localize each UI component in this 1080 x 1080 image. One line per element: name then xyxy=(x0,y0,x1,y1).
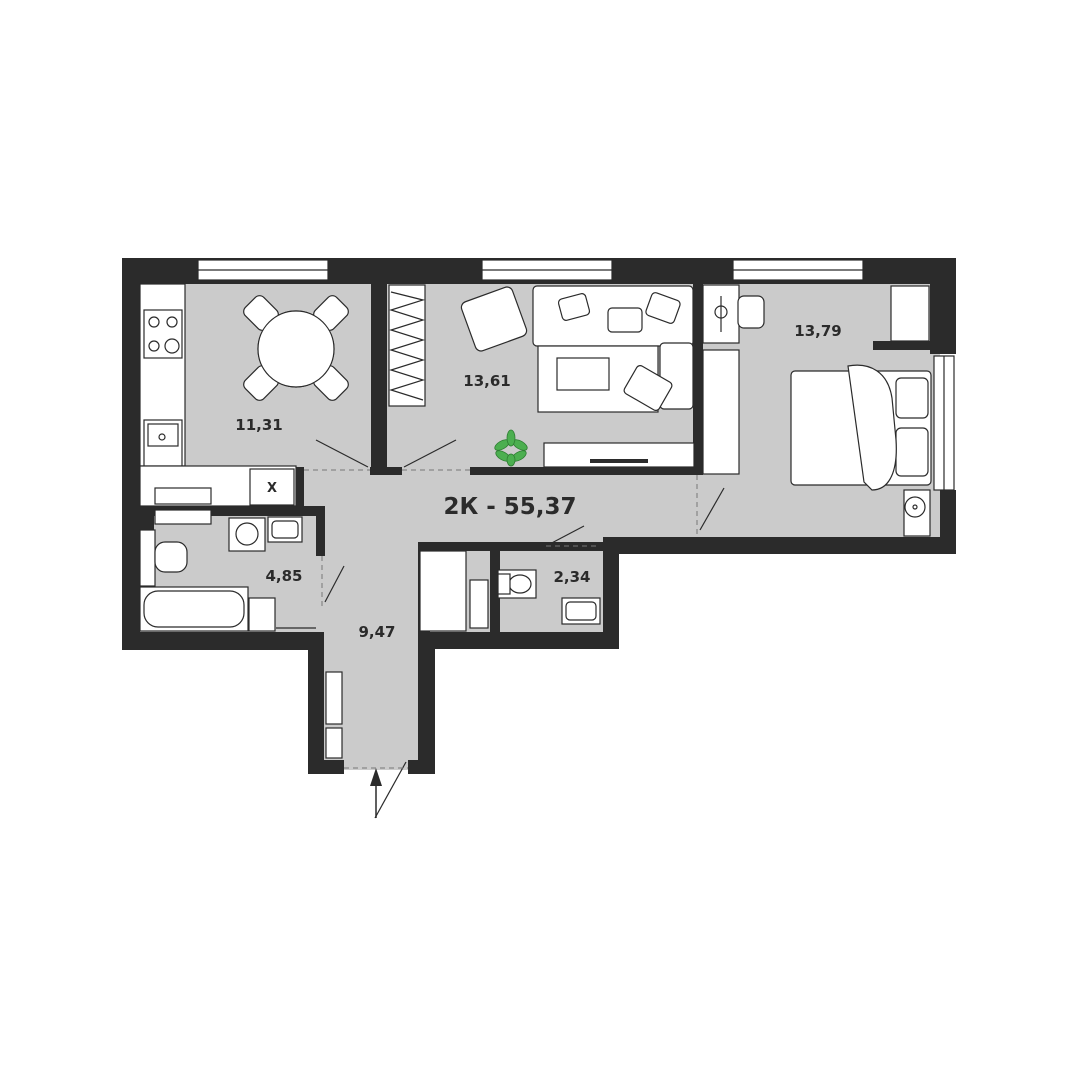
plant-icon xyxy=(494,429,528,467)
windows xyxy=(197,259,955,491)
shaft-mark: X xyxy=(267,481,277,496)
room-area-living-room: 13,61 xyxy=(463,372,510,390)
room-area-bathroom: 4,85 xyxy=(265,567,302,585)
kitchen-furniture: X xyxy=(139,283,349,525)
bedroom-furniture xyxy=(702,284,932,537)
room-area-hallway: 9,47 xyxy=(358,623,395,641)
room-area-kitchen: 11,31 xyxy=(235,416,282,434)
plan-title: 2К - 55,37 xyxy=(443,494,576,520)
doors xyxy=(304,439,725,819)
entrance-arrow-icon xyxy=(370,768,382,818)
room-area-toilet: 2,34 xyxy=(553,568,590,586)
room-area-bedroom: 13,79 xyxy=(794,322,841,340)
toilet-fixtures xyxy=(325,550,601,759)
living-room-furniture xyxy=(388,284,695,468)
bathroom-fixtures xyxy=(139,516,316,632)
